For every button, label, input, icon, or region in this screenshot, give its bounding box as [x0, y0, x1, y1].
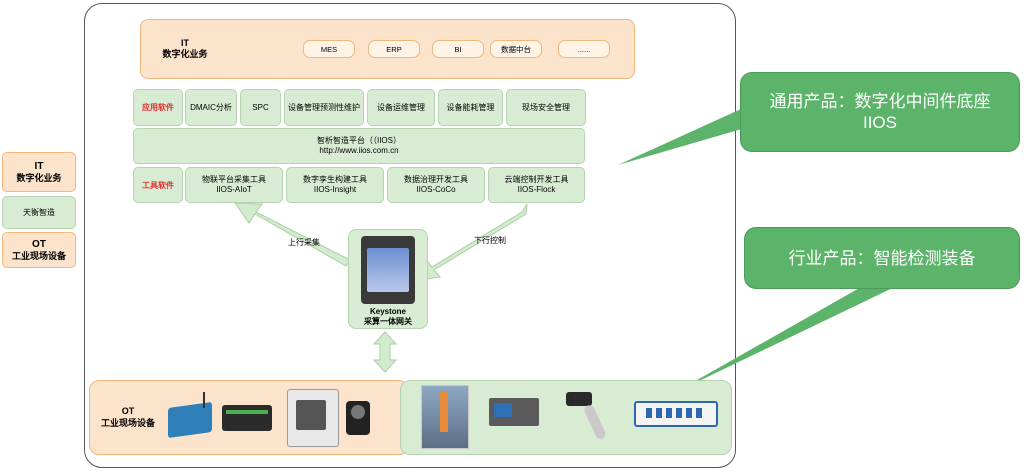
gateway-name: Keystone — [369, 307, 406, 316]
industry-device-inspection-light — [440, 392, 448, 432]
ot-device-cnc-window — [296, 400, 326, 430]
ot-device-camera-lens — [351, 405, 365, 419]
industry-device-daq-ports — [646, 408, 706, 418]
it-band-subtitle-text: 数字化业务 — [162, 49, 208, 59]
app-item-label: 设备运维管理 — [377, 102, 425, 112]
ot-device-io-module — [168, 401, 212, 439]
left-ot-box: OT 工业现场设备 — [2, 232, 76, 268]
ot-device-plc — [222, 405, 272, 431]
tool-item-flock: 云端控制开发工具 IIOS-Flock — [488, 167, 585, 203]
it-item-label: ...... — [577, 44, 591, 54]
ot-band-subtitle-text: 工业现场设备 — [100, 418, 155, 428]
app-item-safety-management: 现场安全管理 — [506, 89, 586, 126]
app-item-predictive-maintenance: 设备管理预测性维护 — [284, 89, 364, 126]
industry-device-probe-head — [566, 392, 592, 406]
platform-url: http://www.iios.com.cn — [319, 146, 399, 155]
downstream-arrow-label: 下行控制 — [474, 236, 506, 245]
gateway-card: Keystone 采算一体网关 — [348, 229, 428, 329]
app-item-ops-management: 设备运维管理 — [367, 89, 435, 126]
app-item-dmaic: DMAIC分析 — [185, 89, 237, 126]
tool-item-code: IIOS-Insight — [313, 185, 357, 194]
upstream-arrow-label: 上行采集 — [288, 238, 320, 247]
it-item-label: ERP — [386, 44, 402, 54]
left-ot-subtitle: 工业现场设备 — [11, 250, 66, 261]
tool-row-label-text: 工具软件 — [142, 180, 174, 190]
gateway-screen — [367, 248, 409, 292]
ot-device-antenna-icon — [203, 392, 205, 408]
it-item-label: 数据中台 — [501, 44, 531, 54]
tool-item-insight: 数字孪生构建工具 IIOS-Insight — [286, 167, 384, 203]
tool-item-name: 数据治理开发工具 — [404, 175, 468, 184]
it-item-erp: ERP — [368, 40, 420, 58]
industry-device-analyzer-screen — [494, 403, 512, 417]
general-callout-line1: 通用产品：数字化中间件底座 — [769, 92, 991, 111]
app-item-label: DMAIC分析 — [190, 102, 232, 112]
industry-callout-line1: 行业产品：智能检测装备 — [788, 248, 976, 268]
it-band-title: IT 数字化业务 — [145, 34, 225, 64]
left-it-title: IT — [34, 160, 44, 172]
left-middle-box: 天衡智造 — [2, 196, 76, 229]
tool-item-code: IIOS-CoCo — [416, 185, 456, 194]
tool-row-label: 工具软件 — [133, 167, 183, 203]
platform-name: 智析智造平台（（IIOS） — [316, 136, 401, 145]
app-item-label: SPC — [252, 102, 269, 112]
ot-device-plc-strip — [226, 410, 268, 414]
tool-item-name: 云端控制开发工具 — [504, 175, 569, 184]
it-item-bi: BI — [432, 40, 484, 58]
app-item-energy-management: 设备能耗管理 — [438, 89, 503, 126]
it-item-mes: MES — [303, 40, 355, 58]
app-item-label: 设备能耗管理 — [446, 102, 495, 112]
app-item-label: 现场安全管理 — [522, 102, 570, 112]
platform-bar: 智析智造平台（（IIOS） http://www.iios.com.cn — [133, 128, 585, 164]
general-product-callout: 通用产品：数字化中间件底座 IIOS — [740, 72, 1020, 152]
tool-item-code: IIOS-AIoT — [216, 185, 252, 194]
gateway-subtitle: 采算一体网关 — [364, 317, 412, 326]
left-it-box: IT 数字化业务 — [2, 152, 76, 192]
app-row-label: 应用软件 — [133, 89, 183, 126]
ot-band-title: OT 工业现场设备 — [92, 399, 164, 435]
left-middle-label: 天衡智造 — [23, 207, 55, 217]
ot-band-title-text: OT — [121, 406, 135, 416]
tool-item-aiot: 物联平台采集工具 IIOS-AIoT — [185, 167, 283, 203]
tool-item-name: 数字孪生构建工具 — [303, 175, 367, 184]
left-it-subtitle: 数字化业务 — [16, 172, 62, 183]
it-item-label: MES — [320, 44, 338, 54]
it-band-title-text: IT — [181, 38, 189, 48]
app-item-label: 设备管理预测性维护 — [288, 102, 360, 112]
tool-item-code: IIOS-Flock — [517, 185, 556, 194]
industry-product-callout: 行业产品：智能检测装备 — [744, 227, 1020, 289]
general-callout-line2: IIOS — [862, 113, 897, 132]
gateway-device-image — [361, 236, 415, 304]
left-ot-title: OT — [32, 238, 46, 250]
app-item-spc: SPC — [240, 89, 281, 126]
it-item-data-platform: 数据中台 — [490, 40, 542, 58]
tool-item-coco: 数据治理开发工具 IIOS-CoCo — [387, 167, 485, 203]
app-row-label-text: 应用软件 — [142, 103, 174, 112]
tool-item-name: 物联平台采集工具 — [202, 175, 266, 184]
it-item-label: BI — [454, 44, 462, 54]
it-item-more: ...... — [558, 40, 610, 58]
